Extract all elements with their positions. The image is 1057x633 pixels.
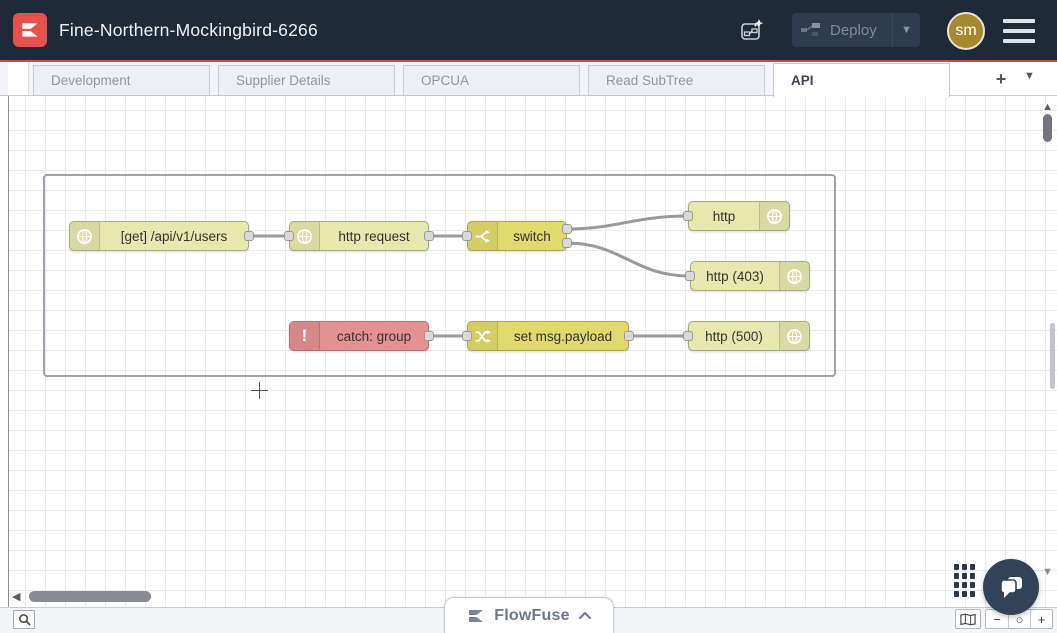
tab-read-subtree[interactable]: Read SubTree — [588, 65, 765, 96]
avatar-initials: sm — [955, 22, 977, 39]
node-label: http request — [338, 228, 410, 244]
input-port[interactable] — [685, 271, 695, 281]
tab-label: Supplier Details — [236, 73, 331, 88]
vertical-scroll-up-arrow[interactable]: ▲ — [1042, 101, 1053, 113]
node-label: http — [712, 208, 736, 224]
flow-canvas[interactable]: [get] /api/v1/users http request switch … — [8, 96, 1057, 607]
tab-bar-right-area — [950, 62, 1057, 95]
flowfuse-gray-icon — [469, 609, 484, 622]
tab-label: OPCUA — [421, 73, 470, 88]
globe-icon — [779, 262, 809, 290]
node-http-request[interactable]: http request — [284, 221, 434, 251]
widget-drag-handle[interactable] — [954, 564, 975, 597]
left-gutter — [0, 96, 8, 607]
input-port[interactable] — [462, 231, 472, 241]
node-http-response-403[interactable]: http (403) — [685, 261, 810, 291]
cursor-crosshair — [251, 382, 268, 399]
output-port[interactable] — [624, 331, 634, 341]
menu-bar — [1003, 29, 1035, 33]
flowfuse-logo-icon — [22, 23, 38, 37]
node-group-box[interactable] — [43, 174, 836, 377]
globe-icon — [759, 202, 789, 230]
tab-label: Development — [51, 73, 131, 88]
search-icon — [18, 614, 31, 626]
node-http-response[interactable]: http — [683, 201, 790, 231]
node-http-response-500[interactable]: http (500) — [683, 321, 810, 351]
chat-widget-button[interactable] — [983, 559, 1039, 615]
horizontal-scroll-left-arrow[interactable]: ◀ — [12, 591, 21, 603]
node-switch[interactable]: switch — [462, 221, 572, 251]
deploy-options-caret[interactable]: ▼ — [892, 13, 920, 47]
node-label: set msg.payload — [513, 328, 613, 344]
input-port[interactable] — [284, 231, 294, 241]
sidebar-scroll-thumb[interactable] — [1050, 323, 1055, 389]
node-label: http (403) — [706, 268, 764, 284]
output-port[interactable] — [244, 231, 254, 241]
tab-api-active[interactable]: API — [773, 63, 950, 97]
tab-label: API — [791, 73, 814, 88]
navigator-button[interactable] — [955, 609, 981, 629]
shuffle-icon — [468, 322, 498, 350]
menu-bar — [1003, 19, 1035, 23]
input-port[interactable] — [683, 211, 693, 221]
tab-supplier-details[interactable]: Supplier Details — [218, 65, 395, 96]
deploy-icon — [792, 22, 830, 38]
zoom-out-button[interactable]: − — [993, 611, 1001, 627]
node-change[interactable]: set msg.payload — [462, 321, 634, 351]
node-label: [get] /api/v1/users — [120, 228, 228, 244]
flow-tab-bar: Development Supplier Details OPCUA Read … — [0, 62, 1057, 97]
flowfuse-logo[interactable] — [13, 13, 47, 47]
deploy-button[interactable]: Deploy ▼ — [792, 13, 920, 47]
node-catch[interactable]: ! catch: group — [289, 321, 434, 351]
zoom-in-button[interactable]: + — [1030, 610, 1052, 628]
flowfuse-drawer-toggle[interactable]: FlowFuse — [444, 597, 614, 633]
tab-label: Read SubTree — [606, 73, 694, 88]
tab-opcua[interactable]: OPCUA — [403, 65, 580, 96]
tab-bar-left-gap — [8, 62, 29, 95]
globe-icon — [779, 322, 809, 350]
user-avatar[interactable]: sm — [947, 12, 985, 50]
zoom-reset-button[interactable]: ○ — [1008, 610, 1030, 628]
output-port[interactable] — [424, 331, 434, 341]
header-bar: Fine-Northern-Mockingbird-6266 De — [0, 0, 1057, 62]
node-label: switch — [513, 228, 551, 244]
ai-assistant-button[interactable] — [733, 12, 771, 50]
output-port-2[interactable] — [562, 238, 572, 248]
tab-development[interactable]: Development — [33, 65, 210, 96]
vertical-scrollbar-thumb[interactable] — [1043, 114, 1052, 142]
add-flow-button[interactable]: + — [995, 69, 1007, 89]
fork-icon — [468, 222, 498, 250]
instance-title: Fine-Northern-Mockingbird-6266 — [59, 19, 318, 40]
node-http-in[interactable]: [get] /api/v1/users — [69, 221, 254, 251]
map-icon — [960, 613, 976, 625]
node-label: http (500) — [705, 328, 763, 344]
deploy-label: Deploy — [830, 21, 877, 39]
node-label: catch: group — [336, 328, 412, 344]
globe-icon — [70, 222, 100, 250]
tab-list-caret[interactable]: ▼ — [1024, 70, 1035, 82]
exclamation-icon: ! — [290, 322, 320, 350]
input-port[interactable] — [683, 331, 693, 341]
output-port[interactable] — [424, 231, 434, 241]
chat-icon — [1000, 577, 1022, 598]
input-port[interactable] — [462, 331, 472, 341]
search-button[interactable] — [13, 610, 35, 629]
ai-flow-icon — [741, 19, 764, 40]
vertical-scroll-down-arrow[interactable]: ▼ — [1042, 566, 1053, 578]
menu-bar — [1003, 39, 1035, 43]
flowfuse-label: FlowFuse — [494, 606, 570, 624]
chevron-up-icon — [578, 611, 591, 619]
globe-icon — [290, 222, 320, 250]
main-menu-button[interactable] — [1003, 19, 1035, 43]
output-port-1[interactable] — [562, 224, 572, 234]
horizontal-scrollbar-thumb[interactable] — [29, 591, 151, 602]
